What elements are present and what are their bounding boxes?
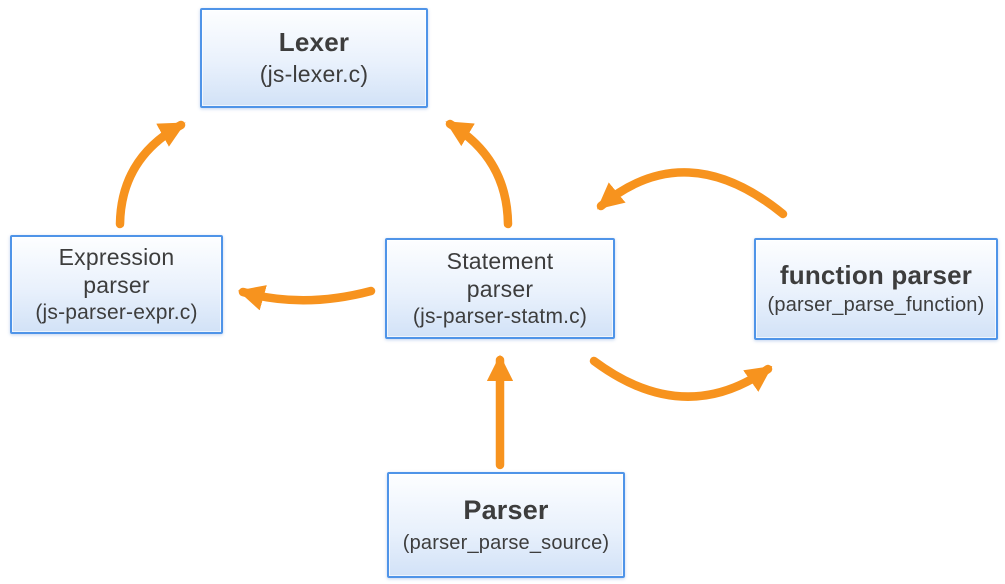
arrow-function-parser-to-statement-parser — [596, 168, 788, 219]
arrow-statement-parser-to-lexer — [445, 119, 513, 229]
node-parser-title: Parser — [463, 495, 549, 526]
arrow-expression-parser-to-lexer — [115, 120, 186, 229]
node-statement-parser-title: Statement parser — [446, 247, 554, 302]
arrow-statement-parser-to-function-parser — [589, 356, 773, 401]
node-parser-subtitle: (parser_parse_source) — [402, 531, 610, 554]
node-expression-parser-title: Expression parser — [58, 243, 175, 298]
node-function-parser: function parser (parser_parse_function) — [754, 238, 998, 340]
node-statement-parser: Statement parser (js-parser-statm.c) — [385, 238, 615, 339]
node-statement-parser-subtitle: (js-parser-statm.c) — [412, 304, 588, 328]
node-lexer-subtitle: (js-lexer.c) — [259, 61, 369, 88]
node-expression-parser: Expression parser (js-parser-expr.c) — [10, 235, 223, 334]
node-parser: Parser (parser_parse_source) — [387, 472, 625, 578]
arrow-statement-parser-to-expression-parser — [237, 285, 376, 311]
node-expression-parser-subtitle: (js-parser-expr.c) — [35, 300, 198, 324]
node-function-parser-title: function parser — [779, 259, 973, 290]
node-function-parser-subtitle: (parser_parse_function) — [767, 294, 985, 317]
node-lexer-title: Lexer — [278, 26, 350, 57]
node-lexer: Lexer (js-lexer.c) — [200, 8, 428, 108]
